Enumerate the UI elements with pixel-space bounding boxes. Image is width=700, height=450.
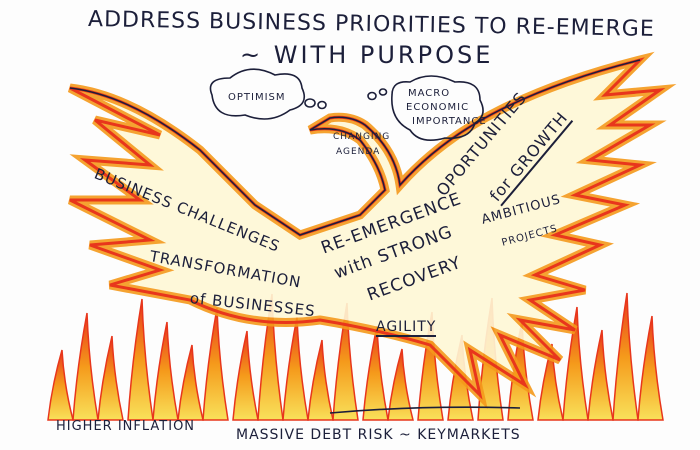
flame-mark — [97, 335, 124, 421]
flame-mark — [562, 306, 589, 421]
thought-bubbles — [209, 68, 521, 414]
flame-mark — [232, 330, 259, 421]
agenda-label: AGENDA — [336, 147, 381, 157]
flame-mark — [387, 348, 414, 421]
flame-mark — [177, 344, 204, 421]
flame-mark — [362, 325, 389, 421]
flame-mark — [72, 312, 99, 421]
optimism-bubble — [209, 68, 306, 120]
flame-mark — [127, 298, 154, 421]
changing-label: CHANGING — [333, 132, 391, 142]
bottom-flames — [47, 292, 664, 421]
macro-bubble — [391, 75, 484, 141]
optimism-label: OPTIMISM — [228, 92, 286, 103]
flame-mark — [612, 292, 639, 421]
flame-mark — [587, 329, 614, 421]
title-line-2: ~ WITH PURPOSE — [240, 41, 494, 69]
debt-risk-label: MASSIVE DEBT RISK ~ KEYMARKETS — [236, 427, 521, 443]
phoenix-body — [67, 51, 677, 410]
macro-label-1: MACRO — [408, 88, 451, 99]
higher-inflation-label: HIGHER INFLATION — [56, 419, 196, 434]
macro-label-3: IMPORTANCE — [412, 116, 487, 127]
flame-mark — [152, 321, 179, 421]
flame-mark — [202, 307, 229, 421]
flame-mark — [307, 339, 334, 421]
agility-label: AGILITY — [376, 319, 437, 338]
flame-mark — [47, 349, 74, 421]
flame-mark — [637, 315, 664, 421]
flame-mark — [537, 343, 564, 421]
macro-label-2: ECONOMIC — [406, 102, 470, 113]
flame-mark — [282, 316, 309, 421]
